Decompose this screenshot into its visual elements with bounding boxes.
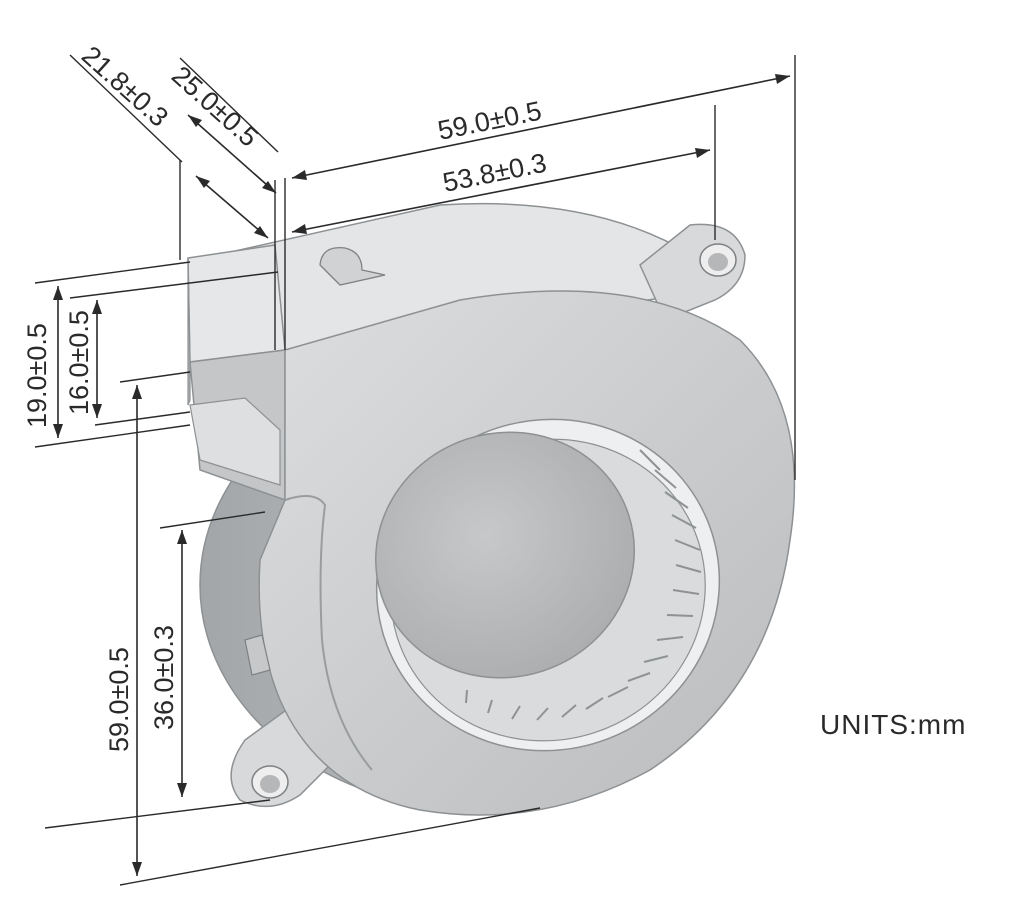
dim-21-8-label: 21.8±0.3 (76, 40, 174, 132)
dim-53-8-label: 53.8±0.3 (440, 148, 549, 198)
dim-36-0-label: 36.0±0.3 (149, 625, 179, 730)
blower-fan-illustration (187, 202, 796, 816)
motor-hub (374, 431, 636, 679)
impeller-blades (465, 449, 702, 721)
dim-59-0-left-label: 59.0±0.5 (104, 647, 134, 752)
dimension-lines (34, 54, 796, 886)
top-clip (319, 246, 386, 286)
dim-16-0-label: 16.0±0.5 (64, 310, 94, 415)
units-label: UNITS:mm (820, 709, 966, 740)
air-outlet-duct (187, 244, 286, 502)
mounting-ear-top-right (639, 223, 746, 321)
dim-19-0-label: 19.0±0.5 (22, 323, 52, 428)
